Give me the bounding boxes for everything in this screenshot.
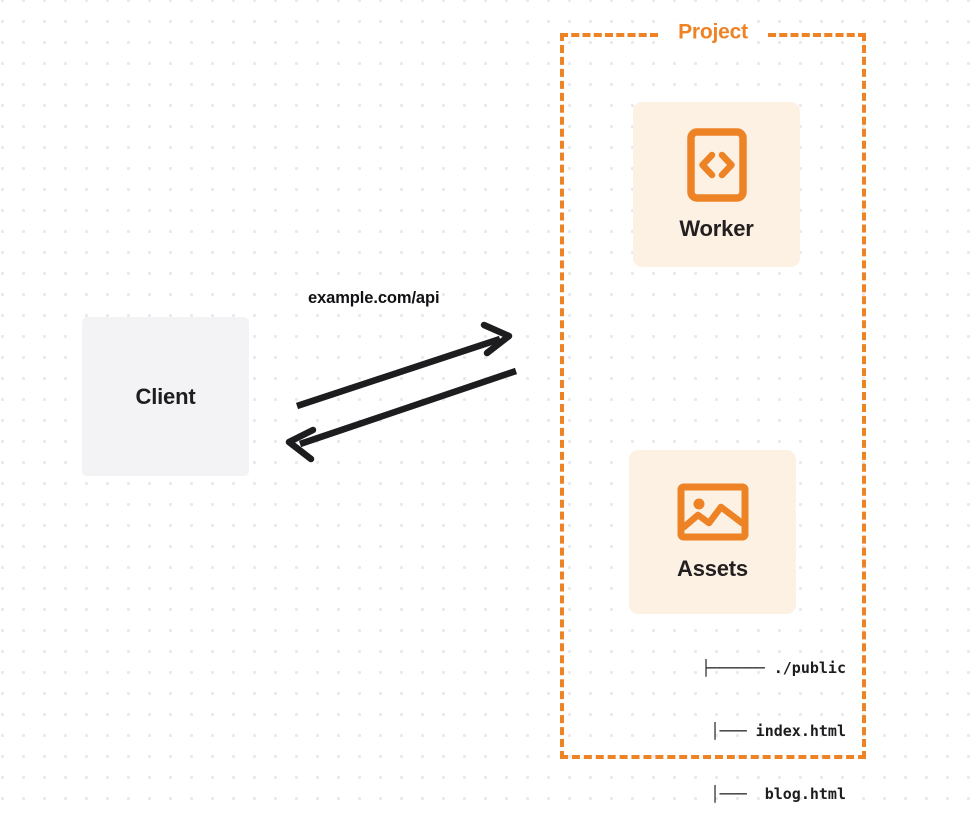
project-border-right [862, 33, 866, 759]
code-brackets-icon [686, 127, 747, 202]
file-tree-row: │─── blog.html [674, 785, 846, 803]
project-border-left [560, 33, 564, 759]
file-tree: ├────── ./public │─── index.html │─── bl… [600, 616, 847, 818]
response-arrow-icon [285, 367, 518, 463]
project-border-bottom [560, 755, 866, 759]
worker-label: Worker [679, 215, 754, 241]
file-tree-row: ├────── ./public [701, 659, 847, 677]
project-title: Project [671, 20, 755, 45]
client-label: Client [135, 383, 196, 409]
project-container: Project Worker Assets [560, 20, 866, 803]
request-arrow-icon [295, 321, 513, 410]
connection-label: example.com/api [308, 289, 440, 307]
client-box: Client [82, 317, 249, 476]
project-border-top-right [768, 33, 866, 37]
assets-card: Assets [629, 450, 796, 614]
image-picture-icon [677, 482, 749, 542]
worker-card: Worker [633, 102, 800, 267]
project-border-top-left [560, 33, 658, 37]
file-tree-row: │─── index.html [674, 722, 846, 740]
assets-label: Assets [677, 556, 748, 581]
